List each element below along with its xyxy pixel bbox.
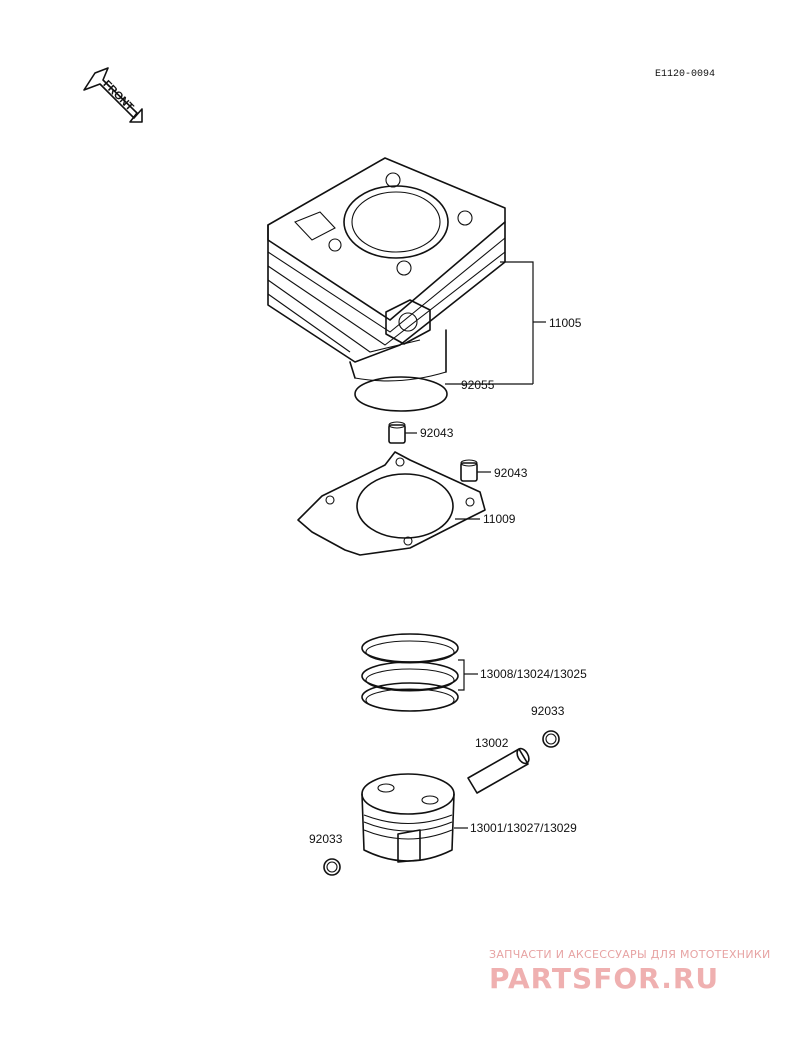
drawing-code: E1120-0094 <box>655 69 715 80</box>
callout-92043-right: 92043 <box>494 466 528 480</box>
front-arrow-label: FRONT <box>100 78 135 113</box>
dowel-pin-right <box>460 459 478 482</box>
callout-13001-13027-13029: 13001/13027/13029 <box>470 821 577 835</box>
callout-92055: 92055 <box>461 378 495 392</box>
callout-92043-left: 92043 <box>420 426 454 440</box>
front-arrow-icon: FRONT <box>83 67 143 123</box>
circlip-left <box>323 858 341 876</box>
callout-11009: 11009 <box>483 512 516 526</box>
piston <box>361 773 455 863</box>
callout-13008-13024-13025: 13008/13024/13025 <box>480 667 587 681</box>
piston-rings <box>361 633 459 712</box>
o-ring <box>354 376 448 412</box>
callout-13002: 13002 <box>475 736 509 750</box>
callout-11005: 11005 <box>549 316 582 330</box>
leader-lines <box>405 261 546 829</box>
piston-pin <box>467 747 530 794</box>
callout-92033-left: 92033 <box>309 832 343 846</box>
circlip-right <box>542 730 560 748</box>
callout-92033-right: 92033 <box>531 704 565 718</box>
cylinder-gasket <box>297 451 486 556</box>
watermark-logo: PARTSFOR.RU <box>489 962 720 995</box>
watermark-tagline: ЗАПЧАСТИ И АКСЕССУАРЫ ДЛЯ МОТОТЕХНИКИ <box>489 948 771 961</box>
cylinder-block <box>267 157 506 382</box>
dowel-pin-left <box>388 421 406 444</box>
